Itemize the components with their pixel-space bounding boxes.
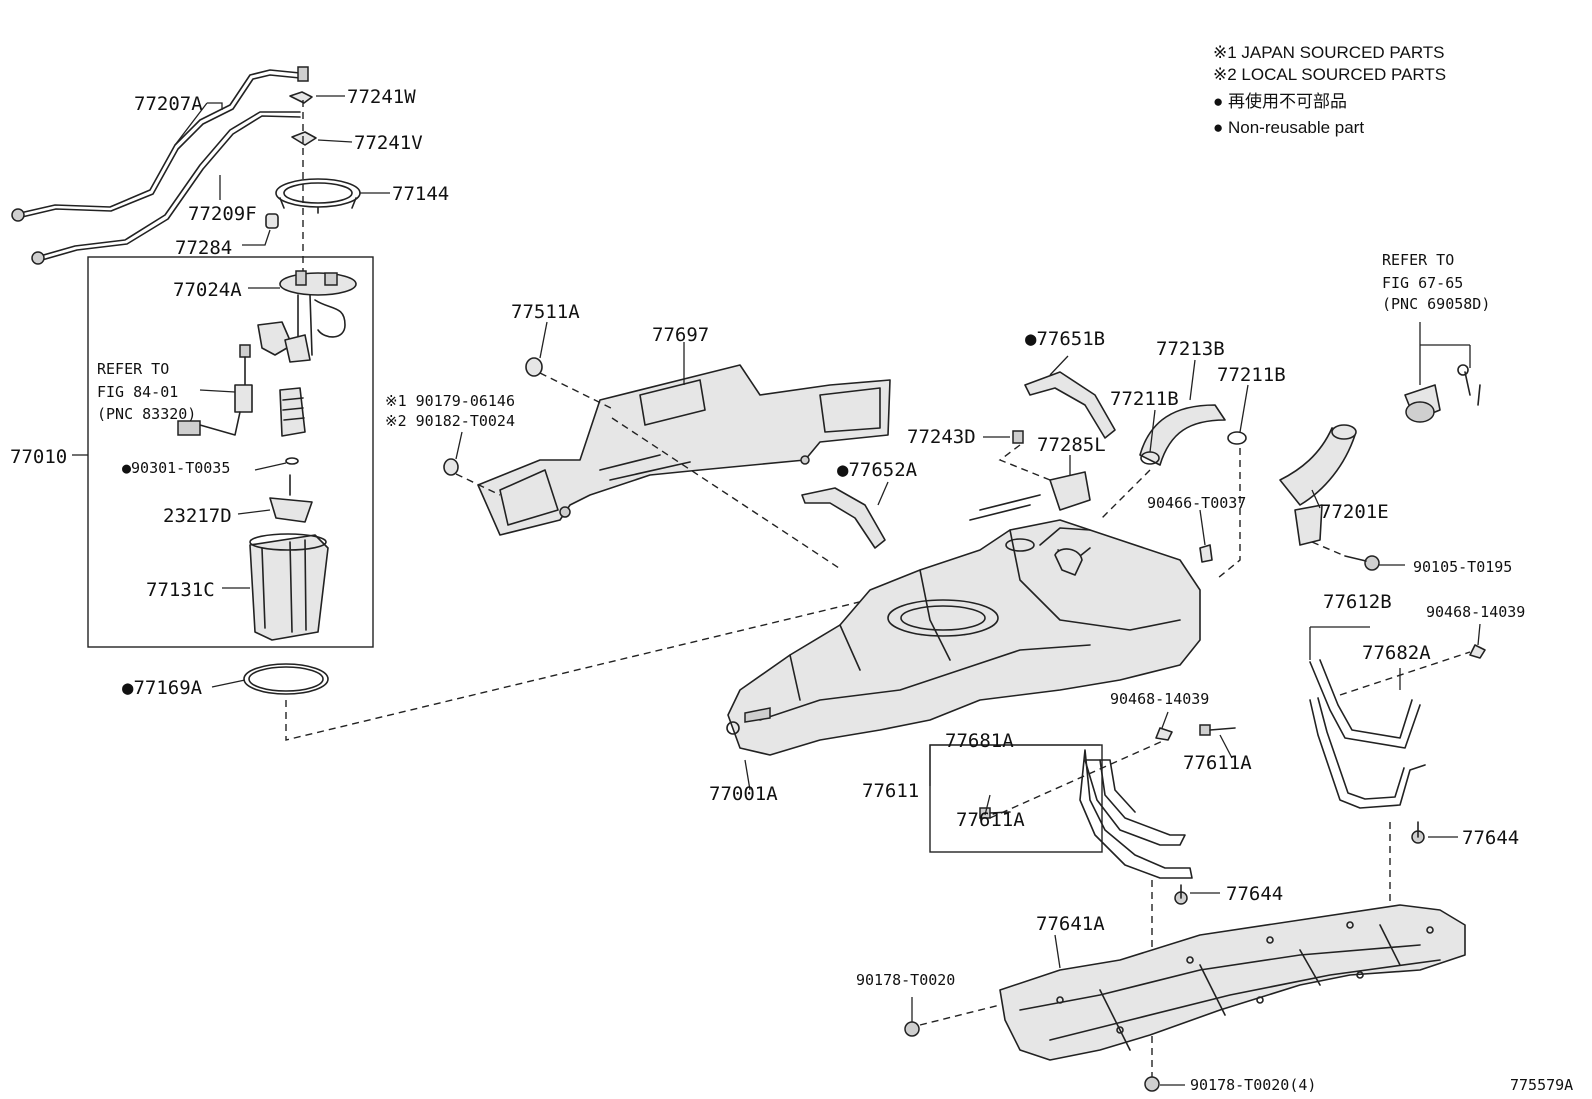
- label-77211b-right: 77211B: [1217, 364, 1286, 386]
- protector-77697: [477, 364, 891, 536]
- bolt-90105: [1344, 555, 1380, 571]
- label-77207a: 77207A: [134, 93, 203, 115]
- fuel-tube-77207a: [11, 66, 309, 222]
- hose-77213b: [1139, 404, 1226, 466]
- legend-local-sourced: ※2 LOCAL SOURCED PARTS: [1213, 65, 1446, 84]
- label-77651b: ●77651B: [1025, 328, 1105, 350]
- label-77024a: 77024A: [173, 279, 242, 301]
- bolt-90178-left: [904, 1021, 920, 1037]
- bolt-77611a-right: [1199, 724, 1236, 736]
- band-77682a: [1309, 659, 1421, 749]
- label-77144: 77144: [392, 183, 449, 205]
- pump-module-77024a: [257, 270, 357, 363]
- label-77682a: 77682A: [1362, 642, 1431, 664]
- refer-note-2-line2: FIG 67-65: [1382, 274, 1463, 292]
- label-77201e: 77201E: [1320, 501, 1389, 523]
- label-77241w: 77241W: [347, 86, 416, 108]
- nut-90468-middle: [1155, 727, 1173, 741]
- label-90468-14039-right: 90468-14039: [1426, 603, 1525, 621]
- bolt-77644-right: [1411, 821, 1425, 844]
- label-77611a-left: 77611A: [956, 809, 1025, 831]
- sender-gauge-83320: [177, 344, 253, 436]
- label-77697: 77697: [652, 324, 709, 346]
- label-77644-middle: 77644: [1226, 883, 1283, 905]
- legend: ※1 JAPAN SOURCED PARTS ※2 LOCAL SOURCED …: [1213, 43, 1446, 137]
- leader-lines: [72, 95, 1481, 1086]
- label-90466-t0037: 90466-T0037: [1147, 494, 1246, 512]
- part-labels: 77207A 77241W 77241V 77144 77209F 77284 …: [10, 86, 1573, 1094]
- label-90468-14039-middle: 90468-14039: [1110, 690, 1209, 708]
- band-77681a: [1084, 759, 1186, 846]
- fuel-tank-77001a: [726, 494, 1201, 756]
- cushion-77652a: [801, 487, 886, 549]
- band-77612b: [1309, 697, 1426, 809]
- label-77131c: 77131C: [146, 579, 215, 601]
- refer-note-2-line1: REFER TO: [1382, 251, 1454, 269]
- pressure-regulator-23217d: [269, 474, 313, 523]
- label-90178-t0020-left: 90178-T0020: [856, 971, 955, 989]
- filler-pipe-77201e: [1279, 424, 1357, 546]
- label-77681a: 77681A: [945, 730, 1014, 752]
- o-ring-90301: [285, 457, 299, 465]
- protector-plate-77641a: [999, 904, 1466, 1061]
- clip-90466: [1199, 544, 1213, 563]
- label-77001a: 77001A: [709, 783, 778, 805]
- label-77010: 77010: [10, 446, 67, 468]
- bolt-77644-middle: [1174, 884, 1188, 905]
- cushion-77651b: [1024, 371, 1116, 439]
- sub-tank-77131c: [249, 533, 329, 641]
- label-77641a: 77641A: [1036, 913, 1105, 935]
- label-77209f: 77209F: [188, 203, 257, 225]
- label-77612b: 77612B: [1323, 591, 1392, 613]
- label-77511a: 77511A: [511, 301, 580, 323]
- nut-90468-right: [1469, 644, 1486, 659]
- label-23217d: 23217D: [163, 505, 232, 527]
- figure-id: 775579A: [1510, 1076, 1573, 1094]
- label-77285l: 77285L: [1037, 434, 1106, 456]
- fuel-cap-assembly: [1404, 364, 1481, 423]
- retainer-77241v: [291, 131, 317, 146]
- fuel-tube-77209f: [31, 111, 301, 265]
- label-77611: 77611: [862, 780, 919, 802]
- label-90178-t0020-4: 90178-T0020(4): [1190, 1076, 1316, 1094]
- clip-77511a: [525, 357, 543, 377]
- gasket-77169a: [243, 663, 329, 695]
- clamp-77285l: [1049, 471, 1091, 511]
- label-90105-t0195: 90105-T0195: [1413, 558, 1512, 576]
- retainer-ring-77144: [275, 178, 361, 214]
- band-77611: [1079, 749, 1193, 879]
- label-90179-06146: ※1 90179-06146: [385, 392, 515, 410]
- refer-note-2-line3: (PNC 69058D): [1382, 295, 1490, 313]
- label-77243d: 77243D: [907, 426, 976, 448]
- breather-plug-77243d: [1012, 430, 1024, 444]
- bolt-90178-bottom: [1144, 1076, 1160, 1092]
- band-group-box-77611: [929, 744, 1103, 853]
- refer-note-1-line2: FIG 84-01: [97, 383, 178, 401]
- refer-note-1-line1: REFER TO: [97, 360, 169, 378]
- clamp-77211b-right: [1227, 431, 1247, 445]
- filter-element: [279, 387, 306, 437]
- label-77211b-left: 77211B: [1110, 388, 1179, 410]
- label-77644-right: 77644: [1462, 827, 1519, 849]
- label-77652a: ●77652A: [837, 459, 918, 481]
- label-77213b: 77213B: [1156, 338, 1225, 360]
- clip-90179: [443, 458, 459, 476]
- legend-non-reusable-en: ● Non-reusable part: [1213, 118, 1364, 137]
- gasket-77284: [265, 213, 279, 229]
- label-90301-t0035: ●90301-T0035: [122, 459, 230, 477]
- legend-non-reusable-jp: ● 再使用不可部品: [1213, 91, 1347, 111]
- label-90182-t0024: ※2 90182-T0024: [385, 412, 515, 430]
- label-77611a-right: 77611A: [1183, 752, 1252, 774]
- legend-japan-sourced: ※1 JAPAN SOURCED PARTS: [1213, 43, 1445, 62]
- label-77169a: ●77169A: [122, 677, 203, 699]
- refer-note-1-line3: (PNC 83320): [97, 405, 196, 423]
- label-77284: 77284: [175, 237, 232, 259]
- pump-assembly-box-77010: [87, 256, 374, 648]
- retainer-77241w: [289, 91, 313, 104]
- label-77241v: 77241V: [354, 132, 423, 154]
